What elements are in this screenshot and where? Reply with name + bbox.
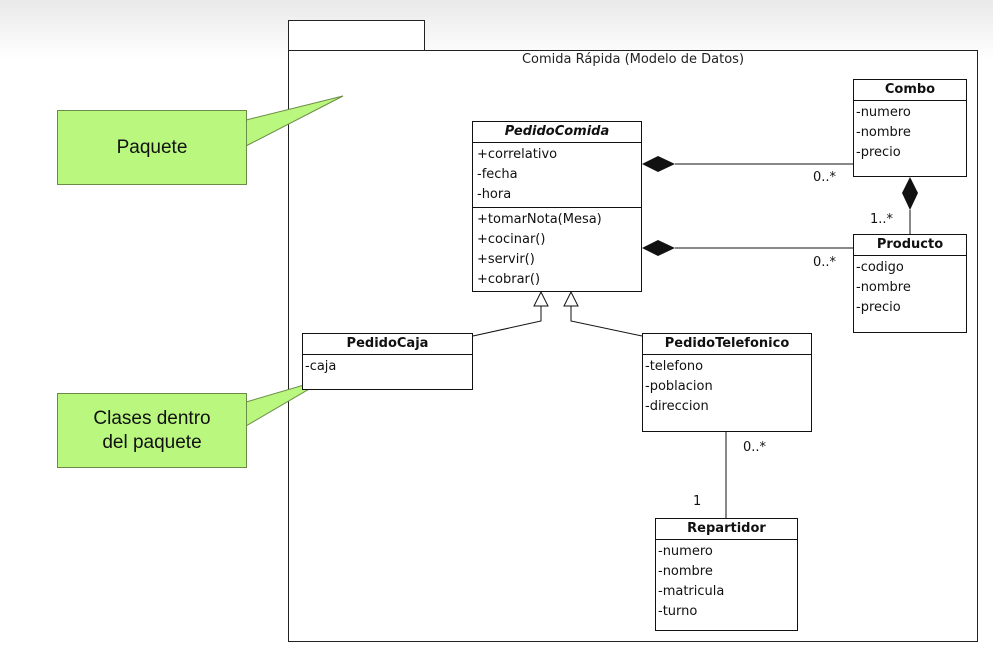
multiplicity-telefonico: 0..* [743,440,767,455]
operation: +servir() [477,252,535,267]
class-pedido-caja-attributes: -caja [303,355,472,379]
generalization-triangle-caja [533,290,549,307]
class-pedido-comida: PedidoComida +correlativo -fecha -hora +… [472,121,642,292]
composition-diamond-producto [642,240,675,256]
attribute: -codigo [856,260,904,275]
attribute: -hora [477,187,512,202]
attribute: +correlativo [477,147,558,162]
operation: +cobrar() [477,272,541,287]
attribute: -direccion [645,399,709,414]
attribute: -poblacion [645,379,713,394]
callout-clases: Clases dentro del paquete [57,393,247,468]
attribute: -nombre [856,125,911,140]
operation: +tomarNota(Mesa) [477,212,602,227]
class-combo-attributes: -numero -nombre -precio [854,101,966,165]
class-repartidor-name: Repartidor [656,519,797,540]
class-combo-name: Combo [854,80,966,101]
package-title: Comida Rápida (Modelo de Datos) [521,52,745,67]
class-repartidor-attributes: -numero -nombre -matricula -turno [656,540,797,624]
callout-paquete-text: Paquete [116,136,188,158]
package-tab [288,20,425,50]
generalization-triangle-telefonico [563,290,579,307]
multiplicity-combo-producto: 1..* [870,212,894,227]
class-pedido-telefonico-name: PedidoTelefonico [643,334,811,355]
class-pedido-comida-operations: +tomarNota(Mesa) +cocinar() +servir() +c… [473,207,641,292]
generalization-caja-line [472,306,542,337]
class-pedido-caja-name: PedidoCaja [303,334,472,355]
class-pedido-telefonico-attributes: -telefono -poblacion -direccion [643,355,811,419]
attribute: -nombre [856,280,911,295]
operation: +cocinar() [477,232,546,247]
attribute: -nombre [658,564,713,579]
attribute: -fecha [477,167,518,182]
attribute: -telefono [645,359,704,374]
callout-pointer-paquete [245,95,344,147]
multiplicity-combo: 0..* [813,170,837,185]
attribute: -precio [856,145,901,160]
class-pedido-telefonico: PedidoTelefonico -telefono -poblacion -d… [642,333,812,432]
callout-clases-line1: Clases dentro [93,407,211,429]
class-repartidor: Repartidor -numero -nombre -matricula -t… [655,518,798,631]
composition-diamond-combo [642,156,675,172]
class-producto-name: Producto [854,235,966,256]
multiplicity-repartidor: 1 [693,494,702,509]
generalization-telefonico-line [570,306,643,337]
class-pedido-comida-attributes: +correlativo -fecha -hora [473,143,641,207]
class-producto-attributes: -codigo -nombre -precio [854,256,966,320]
class-combo: Combo -numero -nombre -precio [853,79,967,177]
attribute: -caja [305,359,337,374]
multiplicity-producto: 0..* [813,255,837,270]
composition-diamond-combo-producto [902,177,918,210]
class-pedido-caja: PedidoCaja -caja [302,333,473,390]
attribute: -precio [856,300,901,315]
attribute: -numero [658,544,713,559]
attribute: -matricula [658,584,725,599]
callout-paquete: Paquete [57,110,247,185]
attribute: -turno [658,604,698,619]
callout-clases-line2: del paquete [102,431,202,453]
class-producto: Producto -codigo -nombre -precio [853,234,967,333]
attribute: -numero [856,105,911,120]
class-pedido-comida-name: PedidoComida [473,122,641,143]
